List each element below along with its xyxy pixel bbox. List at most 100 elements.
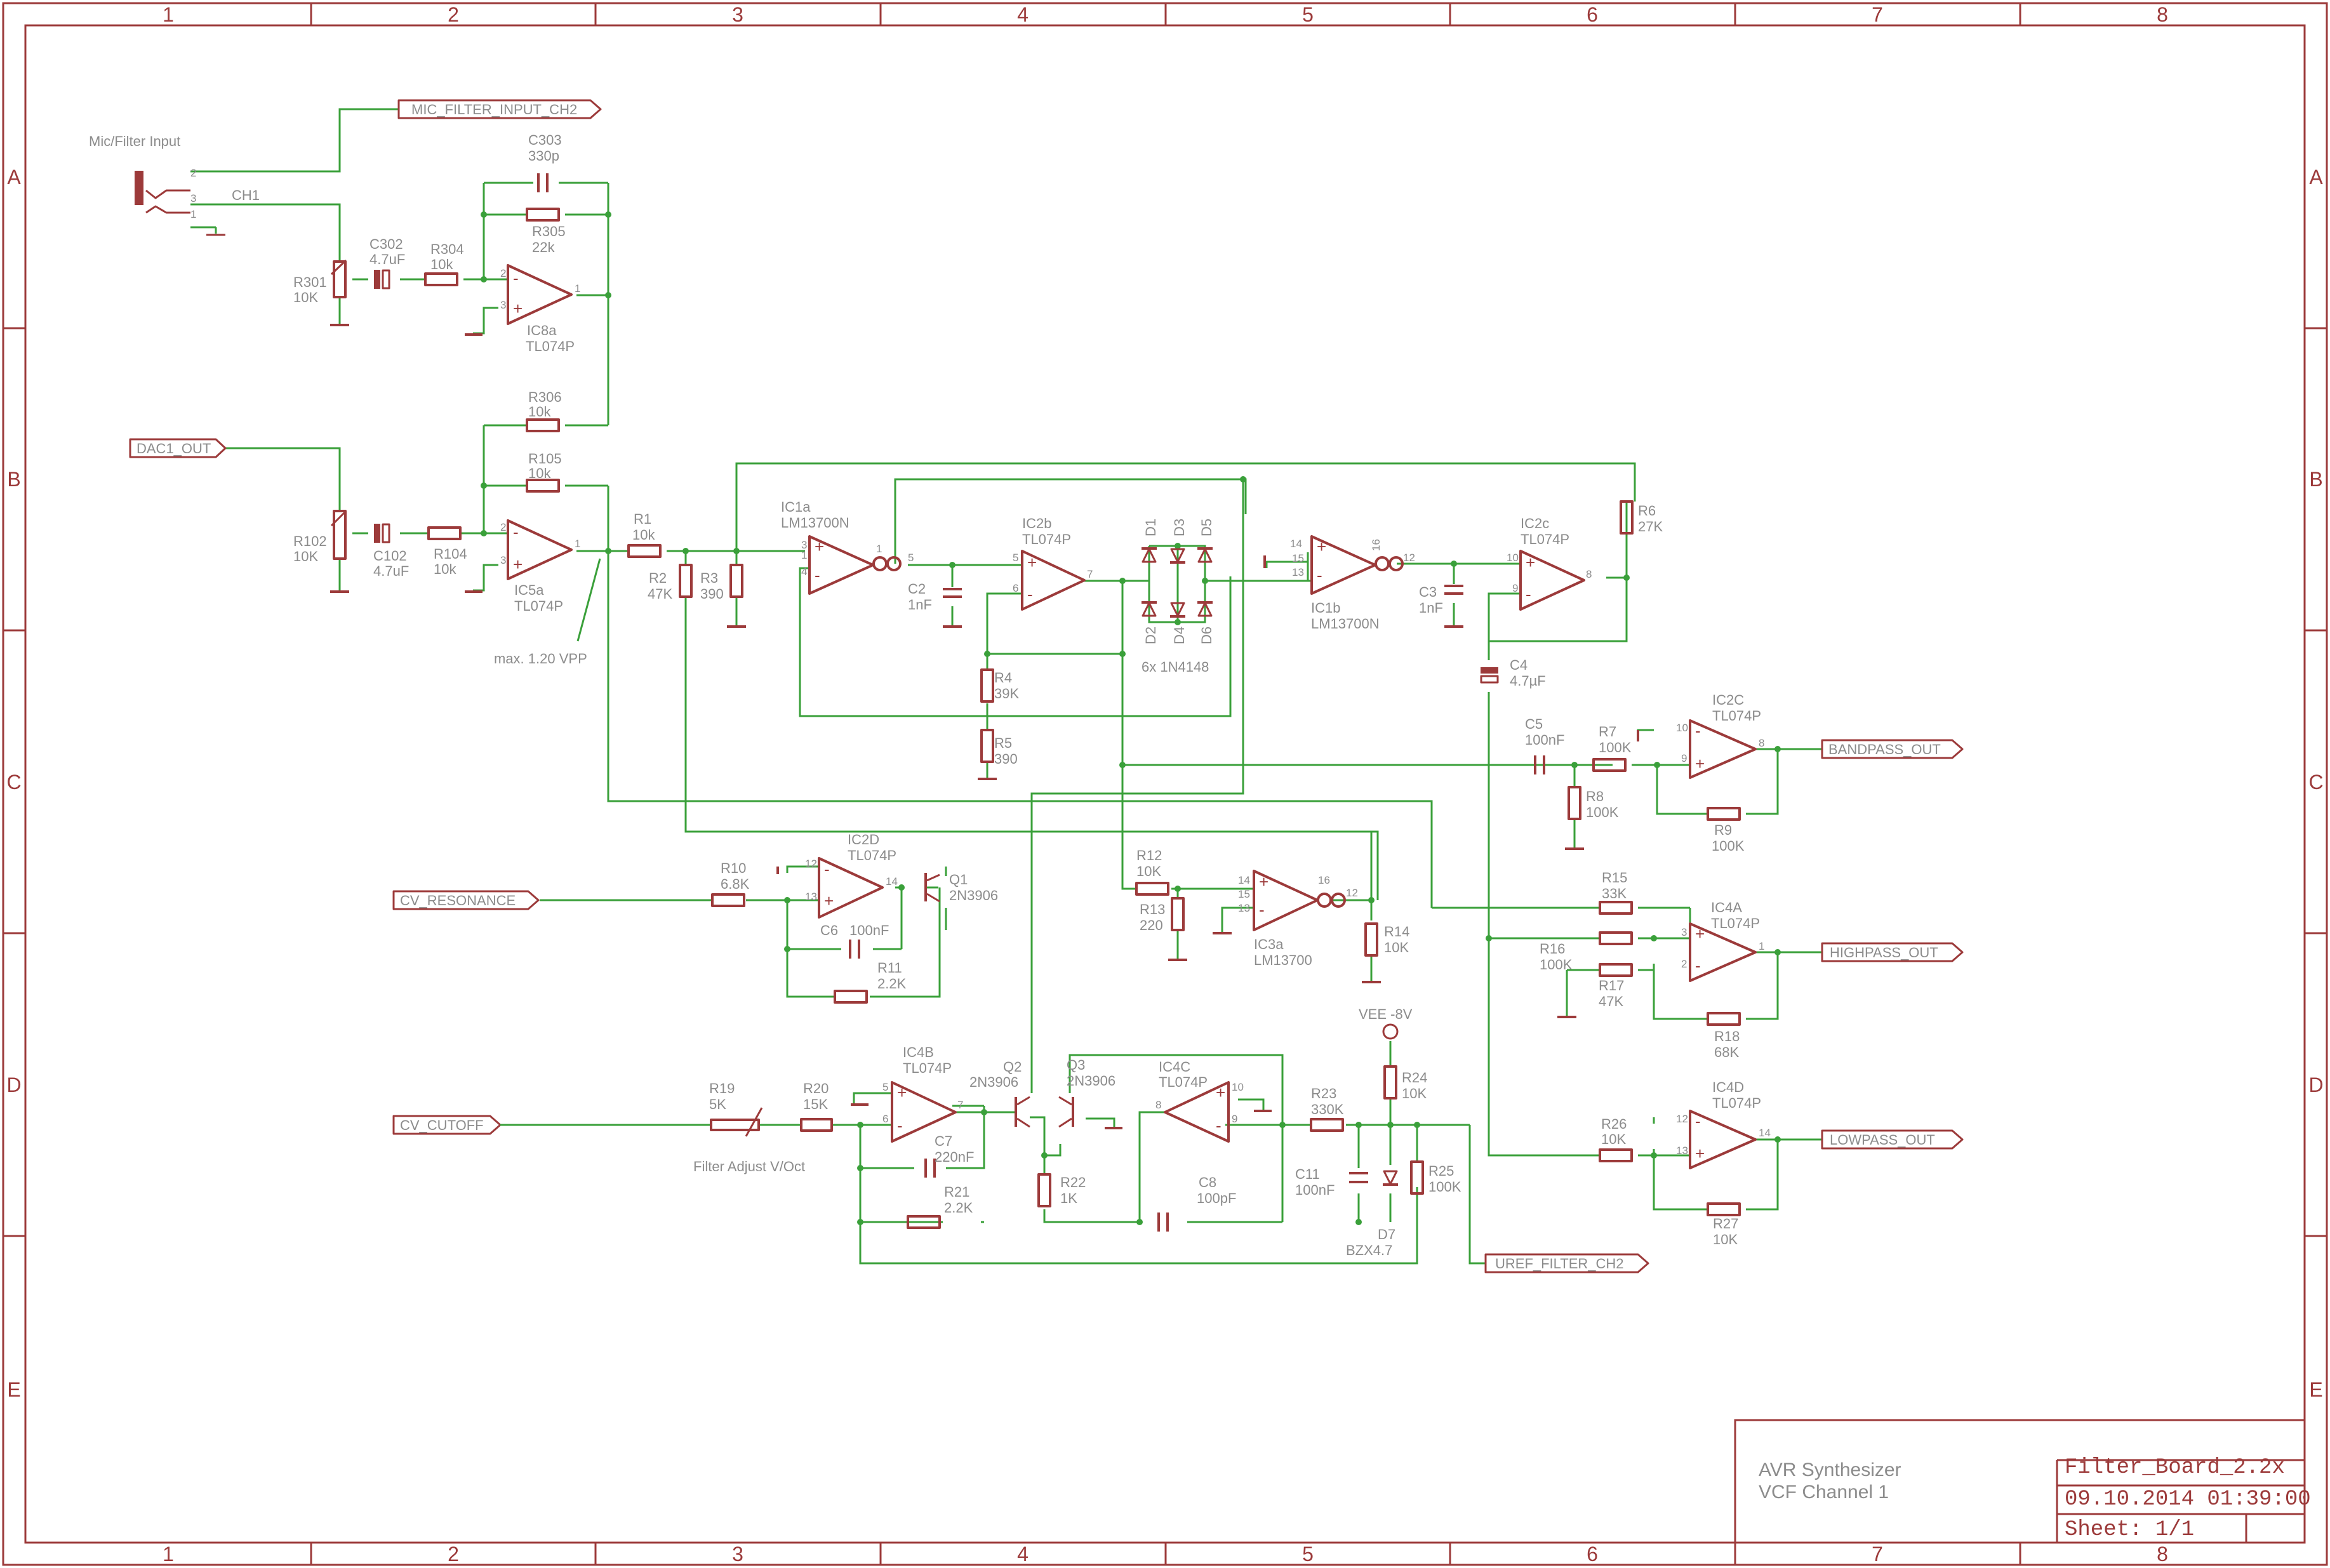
svg-text:IC4A: IC4A (1711, 900, 1742, 915)
svg-text:R305: R305 (532, 223, 566, 239)
svg-text:10k: 10k (632, 527, 655, 543)
svg-text:IC2D: IC2D (848, 832, 879, 847)
svg-text:+: + (1695, 1144, 1705, 1163)
svg-text:4.7µF: 4.7µF (1510, 673, 1546, 689)
svg-text:10K: 10K (1136, 863, 1161, 879)
svg-text:-: - (897, 1116, 903, 1135)
svg-text:8: 8 (1759, 737, 1764, 749)
svg-text:10k: 10k (430, 256, 453, 272)
ota-ic1a (808, 535, 874, 595)
svg-text:10k: 10k (528, 465, 551, 481)
highpass-out-text: HIGHPASS_OUT (1830, 945, 1938, 960)
svg-text:12: 12 (1346, 887, 1358, 899)
svg-text:7: 7 (957, 1099, 963, 1111)
resistor-r7 (1592, 758, 1627, 772)
svg-text:2N3906: 2N3906 (949, 887, 998, 903)
resistor-r25 (1410, 1160, 1424, 1195)
svg-text:10K: 10K (1402, 1086, 1427, 1101)
svg-text:1nF: 1nF (1419, 600, 1443, 616)
col-label-4-bottom: 4 (1017, 1543, 1029, 1565)
svg-text:C8: C8 (1199, 1174, 1216, 1190)
svg-text:3: 3 (801, 539, 807, 551)
col-label-2-bottom: 2 (448, 1543, 459, 1565)
opamp-ic2c-bp (1689, 719, 1757, 779)
svg-text:2N3906: 2N3906 (1067, 1073, 1115, 1089)
col-label-6: 6 (1587, 3, 1598, 26)
resistor-r2 (679, 564, 693, 598)
svg-text:13: 13 (1676, 1145, 1688, 1157)
svg-text:+: + (1695, 924, 1705, 943)
svg-text:220nF: 220nF (935, 1149, 974, 1165)
svg-text:R17: R17 (1599, 978, 1624, 993)
resistor-r22 (1037, 1173, 1051, 1207)
opamp-ic4d (1689, 1110, 1757, 1169)
pot-r19 (710, 1119, 760, 1131)
filter-adjust-note: Filter Adjust V/Oct (693, 1159, 805, 1174)
svg-text:2: 2 (1681, 958, 1687, 970)
svg-text:13: 13 (805, 891, 817, 903)
date-time: 09.10.2014 01:39:00 (2065, 1487, 2311, 1512)
svg-text:IC3a: IC3a (1254, 936, 1284, 952)
resistor-r104 (427, 526, 462, 540)
svg-text:LM13700: LM13700 (1254, 952, 1312, 968)
svg-text:+: + (897, 1083, 907, 1102)
resistor-r16 (1599, 931, 1633, 945)
svg-text:100K: 100K (1712, 838, 1745, 854)
svg-text:IC1b: IC1b (1311, 600, 1340, 616)
row-label-d: D (6, 1073, 21, 1096)
svg-text:R22: R22 (1060, 1174, 1086, 1190)
svg-text:-: - (815, 566, 820, 585)
row-label-a: A (7, 166, 21, 189)
resistor-r305 (526, 208, 560, 222)
svg-text:C5: C5 (1525, 716, 1543, 732)
svg-text:IC2b: IC2b (1022, 515, 1051, 531)
svg-text:TL074P: TL074P (1159, 1074, 1208, 1090)
svg-text:100nF: 100nF (1295, 1182, 1335, 1198)
row-label-b: B (7, 468, 20, 491)
lowpass-out-text: LOWPASS_OUT (1830, 1132, 1935, 1148)
svg-text:12: 12 (805, 858, 817, 870)
svg-text:47K: 47K (648, 586, 672, 602)
svg-text:13: 13 (1292, 566, 1304, 578)
svg-text:9: 9 (1681, 752, 1687, 764)
svg-text:LM13700N: LM13700N (781, 515, 849, 531)
svg-text:16: 16 (1318, 874, 1330, 886)
svg-text:C102: C102 (373, 548, 407, 564)
svg-text:10: 10 (1232, 1081, 1244, 1093)
row-label-e: E (7, 1378, 20, 1401)
svg-text:R19: R19 (709, 1080, 735, 1096)
svg-text:12: 12 (1676, 1113, 1688, 1125)
row-label-c: C (6, 771, 21, 794)
svg-text:-: - (1259, 900, 1265, 919)
svg-text:R11: R11 (877, 960, 902, 976)
svg-text:R26: R26 (1601, 1116, 1627, 1132)
svg-text:TL074P: TL074P (1711, 915, 1760, 931)
resistor-r9 (1707, 807, 1741, 821)
svg-text:R104: R104 (434, 546, 467, 562)
pot-r102 (333, 510, 347, 560)
opamps: -+ -+ +- +- -+ -+ +- +- +- -+ +- +- +- (507, 264, 1757, 1169)
svg-text:2: 2 (500, 521, 506, 533)
vee-label: VEE -8V (1359, 1006, 1413, 1022)
svg-text:R1: R1 (634, 511, 651, 527)
svg-text:100K: 100K (1599, 740, 1632, 755)
cv-cutoff-text: CV_CUTOFF (400, 1117, 484, 1133)
svg-text:TL074P: TL074P (1712, 1095, 1761, 1111)
diodes-note: 6x 1N4148 (1142, 659, 1209, 675)
svg-text:10K: 10K (293, 548, 318, 564)
ota-ic1b (1310, 535, 1376, 595)
col-label-8: 8 (2157, 3, 2168, 26)
svg-text:14: 14 (1238, 874, 1250, 886)
svg-text:TL074P: TL074P (903, 1060, 952, 1076)
svg-text:R25: R25 (1428, 1163, 1454, 1179)
svg-text:R23: R23 (1311, 1086, 1336, 1101)
svg-text:+: + (1317, 537, 1326, 556)
svg-text:-: - (1526, 585, 1531, 604)
svg-text:TL074P: TL074P (526, 338, 575, 354)
opamp-ic8a (507, 264, 573, 325)
resistor-r8 (1568, 786, 1581, 820)
svg-text:100K: 100K (1428, 1179, 1461, 1195)
svg-text:7: 7 (1087, 568, 1093, 580)
svg-text:D7: D7 (1378, 1226, 1395, 1242)
svg-text:+: + (513, 299, 523, 318)
